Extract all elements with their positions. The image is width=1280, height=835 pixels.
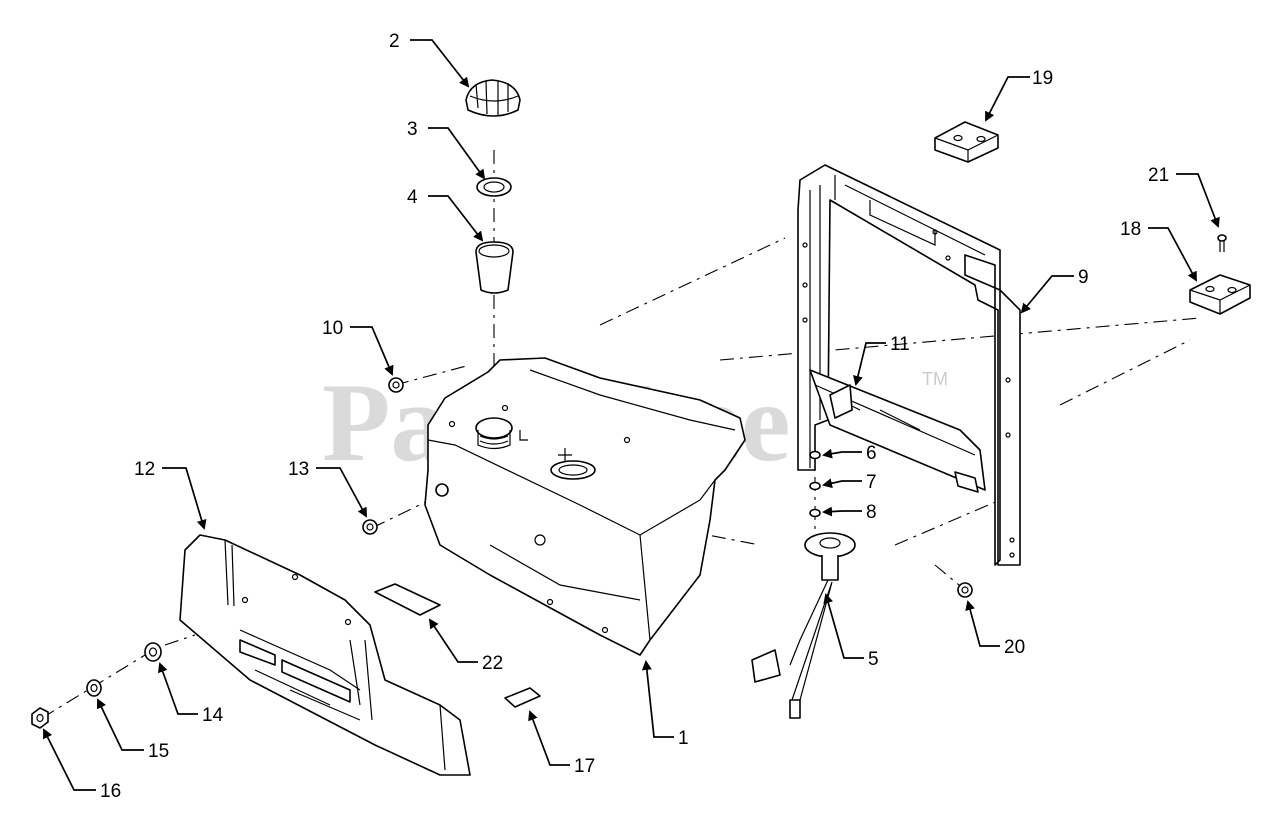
callout-20: 20 bbox=[1004, 637, 1025, 658]
watermark-tm: TM bbox=[922, 369, 948, 389]
fuel-cap bbox=[465, 79, 521, 117]
tank-shroud bbox=[179, 534, 471, 776]
callout-4: 4 bbox=[407, 187, 418, 208]
mount-block-18 bbox=[1189, 274, 1251, 315]
callout-14: 14 bbox=[202, 705, 224, 726]
callout-8: 8 bbox=[866, 502, 877, 523]
callout-5: 5 bbox=[868, 649, 879, 670]
fuel-strainer bbox=[475, 241, 514, 294]
callout-13: 13 bbox=[288, 459, 309, 480]
callout-18: 18 bbox=[1120, 219, 1141, 240]
frame bbox=[797, 164, 1021, 566]
callout-22: 22 bbox=[482, 653, 503, 674]
leader-lines bbox=[43, 39, 1220, 791]
fasteners bbox=[362, 377, 973, 598]
callout-6: 6 bbox=[866, 443, 877, 464]
mount-block-19 bbox=[934, 121, 999, 163]
callout-numbers: 2 3 4 10 13 12 19 21 18 9 11 6 7 8 5 20 … bbox=[100, 31, 1169, 802]
callout-1: 1 bbox=[678, 728, 689, 749]
cross-bracket bbox=[829, 384, 979, 493]
callout-12: 12 bbox=[134, 459, 155, 480]
screw-21 bbox=[1217, 234, 1227, 252]
callout-17: 17 bbox=[574, 756, 595, 777]
fuel-tank bbox=[424, 357, 746, 656]
callout-19: 19 bbox=[1032, 68, 1053, 89]
washers-6-7-8 bbox=[809, 450, 821, 518]
callout-10: 10 bbox=[322, 318, 343, 339]
washers-14-15-16 bbox=[31, 642, 162, 729]
fuel-sender bbox=[751, 532, 856, 719]
label-22 bbox=[374, 583, 441, 616]
callout-11: 11 bbox=[890, 334, 910, 355]
clip-17 bbox=[504, 687, 541, 708]
callout-7: 7 bbox=[866, 472, 877, 493]
callout-3: 3 bbox=[407, 119, 418, 140]
callout-16: 16 bbox=[100, 781, 121, 802]
callout-21: 21 bbox=[1148, 165, 1169, 186]
callout-2: 2 bbox=[389, 31, 400, 52]
callout-15: 15 bbox=[148, 741, 169, 762]
cap-gasket bbox=[476, 177, 512, 197]
callout-9: 9 bbox=[1078, 267, 1089, 288]
